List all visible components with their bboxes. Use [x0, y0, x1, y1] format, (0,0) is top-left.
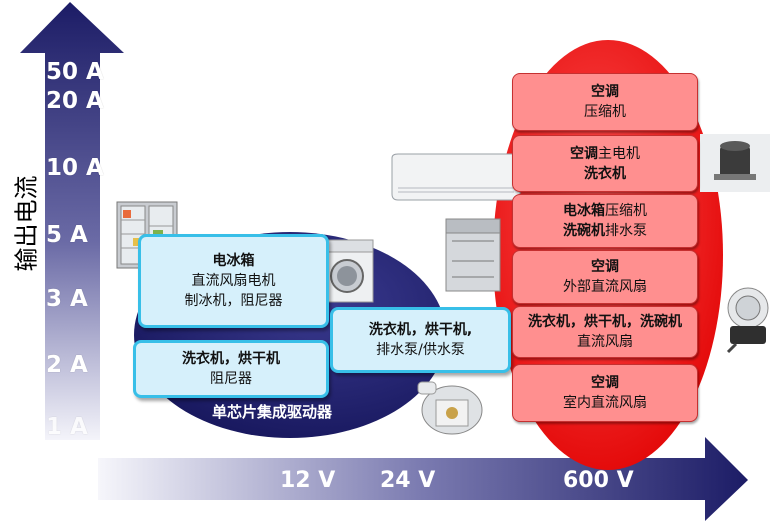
washer-pump-box: 洗衣机，烘干机, 排水泵/供水泵 — [330, 307, 511, 373]
dishwasher-image — [445, 218, 501, 292]
washing-machine-image — [321, 239, 374, 303]
x-tick-12v: 12 V — [280, 468, 336, 493]
ac-main-motor-box: 空调主电机 洗衣机 — [512, 135, 698, 192]
box-line: 压缩机 — [605, 203, 647, 219]
box-line: 直流风扇 — [577, 334, 633, 350]
box-title: 空调 — [591, 84, 619, 100]
y-tick-1a: 1 A — [46, 414, 88, 440]
washer-damper-box: 洗衣机，烘干机 阻尼器 — [133, 340, 329, 398]
box-line: 排水泵 — [605, 223, 647, 239]
box-line: 排水泵/供水泵 — [376, 342, 465, 358]
air-conditioner-image — [391, 153, 521, 201]
x-tick-600v: 600 V — [563, 468, 634, 493]
box-title: 洗衣机，烘干机，洗碗机 — [528, 314, 682, 330]
box-title: 洗衣机 — [584, 165, 626, 182]
blower-fan-image — [726, 287, 769, 354]
y-axis-title: 输出电流 — [4, 160, 44, 280]
y-tick-2a: 2 A — [46, 352, 88, 378]
box-title: 洗衣机，烘干机 — [182, 351, 280, 367]
box-line: 压缩机 — [584, 104, 626, 120]
box-line: 直流风扇电机 — [191, 273, 276, 289]
box-title: 空调 — [591, 375, 619, 391]
box-title: 空调 — [591, 259, 619, 275]
y-axis-title-text: 输出电流 — [12, 175, 41, 272]
y-tick-3a: 3 A — [46, 286, 88, 312]
box-line: 室内直流风扇 — [563, 395, 647, 411]
y-tick-10a: 10 A — [46, 155, 104, 181]
box-title: 空调 — [570, 145, 598, 162]
fridge-compressor-box: 电冰箱压缩机 洗碗机排水泵 — [512, 194, 698, 248]
y-axis-arrow — [20, 2, 124, 440]
box-line: 阻尼器 — [210, 371, 252, 387]
washer-dc-fan-box: 洗衣机，烘干机，洗碗机 直流风扇 — [512, 306, 698, 358]
drain-pump-image — [417, 381, 483, 435]
y-tick-5a: 5 A — [46, 222, 88, 248]
ac-outdoor-fan-box: 空调 外部直流风扇 — [512, 250, 698, 304]
box-line: 主电机 — [598, 145, 640, 162]
x-tick-24v: 24 V — [380, 468, 436, 493]
single-chip-driver-label: 单芯片集成驱动器 — [212, 403, 333, 421]
ac-compressor-box: 空调 压缩机 — [512, 73, 698, 131]
y-tick-50a: 50 A — [46, 59, 104, 85]
compressor-motor-image — [700, 134, 770, 192]
box-line: 制冰机，阻尼器 — [184, 293, 283, 309]
box-line: 外部直流风扇 — [563, 279, 647, 295]
box-title: 电冰箱 — [212, 253, 255, 269]
refrigerator-fan-box: 电冰箱 直流风扇电机 制冰机，阻尼器 — [138, 234, 329, 328]
box-title: 洗衣机，烘干机, — [368, 322, 473, 338]
ac-indoor-fan-box: 空调 室内直流风扇 — [512, 364, 698, 422]
box-title: 洗碗机 — [563, 223, 605, 239]
box-title: 电冰箱 — [563, 203, 605, 219]
y-tick-20a: 20 A — [46, 88, 104, 114]
